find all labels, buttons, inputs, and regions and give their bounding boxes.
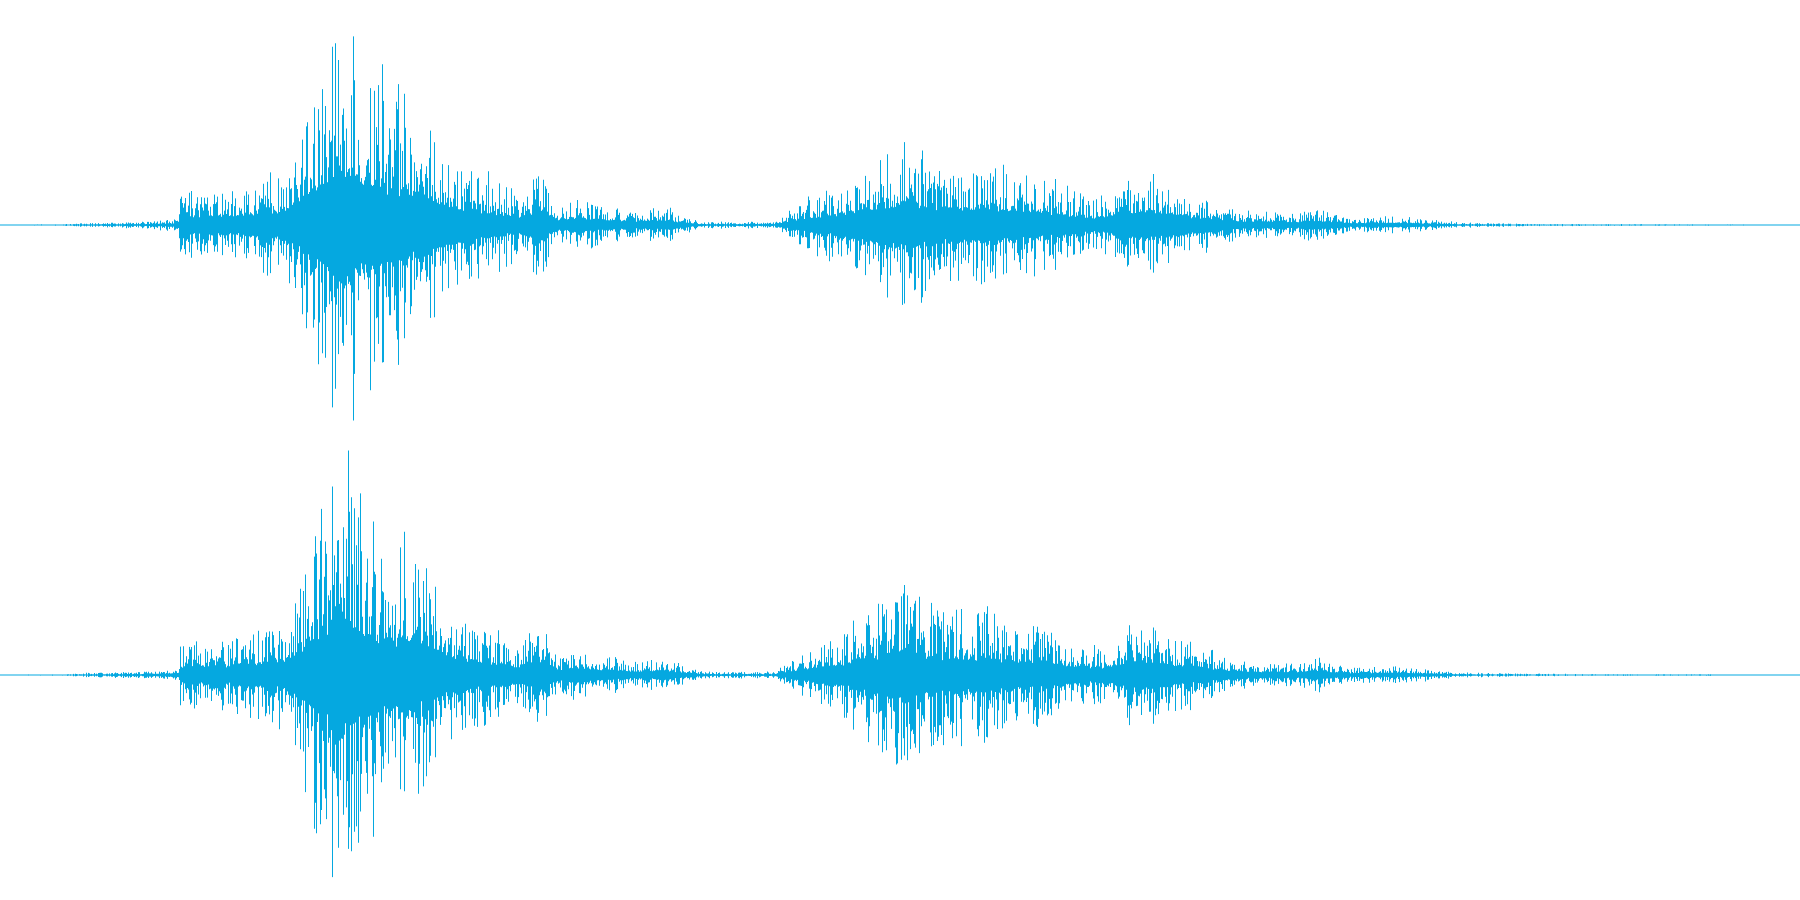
waveform-samples-bottom [0, 450, 1719, 878]
waveform-channel-bottom-plot [0, 450, 1800, 878]
waveform-samples-top [0, 36, 1757, 421]
waveform-channel-top [0, 36, 1800, 421]
waveform-channel-bottom [0, 450, 1800, 900]
waveform-channel-top-plot [0, 36, 1800, 421]
waveform-trace [0, 450, 1719, 878]
waveform-trace [0, 36, 1757, 421]
